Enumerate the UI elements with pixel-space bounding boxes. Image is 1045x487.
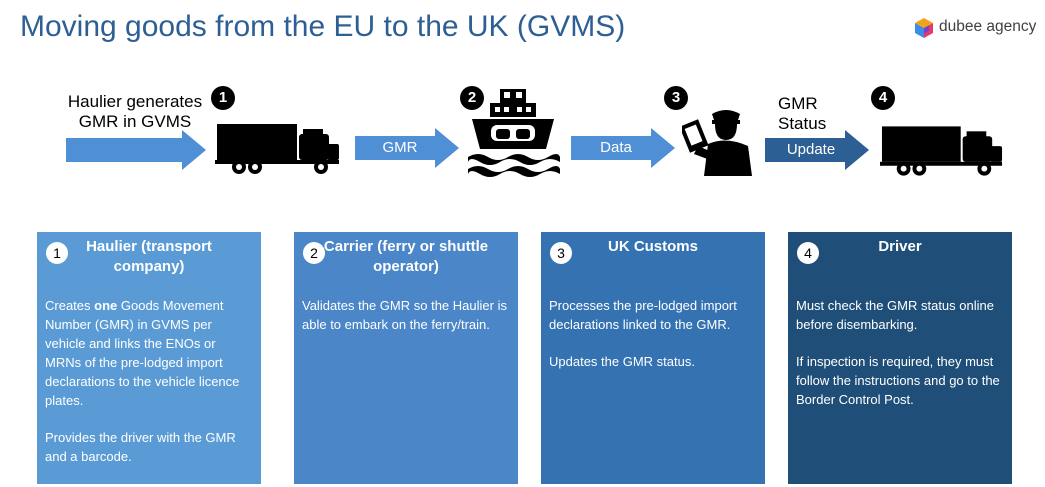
card-title: Haulier (transport company) <box>86 238 212 275</box>
step-badge-2: 2 <box>460 86 484 110</box>
haulier-generates-label: Haulier generates GMR in GVMS <box>67 92 203 131</box>
card-number: 4 <box>797 242 819 264</box>
card-driver: 4 Driver Must check the GMR status onlin… <box>788 232 1012 484</box>
dubee-agency-logo: dubee agency <box>912 16 1042 42</box>
card-text: Provides the driver with the GMR and a b… <box>45 430 236 464</box>
card-body: Must check the GMR status online before … <box>796 296 1006 427</box>
update-arrow-label: Update <box>786 141 836 158</box>
card-text: Creates <box>45 298 95 313</box>
card-number: 2 <box>303 242 325 264</box>
card-text: Processes the pre-lodged import declarat… <box>549 298 737 332</box>
update-arrow <box>765 130 869 170</box>
card-uk-customs: 3 UK Customs Processes the pre-lodged im… <box>541 232 765 484</box>
card-number: 3 <box>550 242 572 264</box>
cube-logo-icon <box>915 18 933 38</box>
card-text: Goods Movement Number (GMR) in GVMS per … <box>45 298 240 408</box>
gmr-arrow <box>355 128 459 168</box>
card-body: Validates the GMR so the Haulier is able… <box>302 296 512 352</box>
card-text: Must check the GMR status online before … <box>796 298 994 332</box>
card-haulier: 1 Haulier (transport company) Creates on… <box>37 232 261 484</box>
data-arrow-label: Data <box>600 139 632 156</box>
ferry-icon <box>468 89 560 177</box>
card-text-bold: one <box>94 298 118 313</box>
step-badge-4: 4 <box>871 86 895 110</box>
step-badge-1: 1 <box>211 86 235 110</box>
card-title: UK Customs <box>607 238 698 255</box>
card-title: Carrier (ferry or shuttle operator) <box>323 238 489 275</box>
card-title: Driver <box>878 238 922 255</box>
customs-officer-icon <box>682 110 752 176</box>
card-body: Creates one Goods Movement Number (GMR) … <box>45 296 255 484</box>
data-arrow <box>571 128 675 168</box>
step-badge-3: 3 <box>664 86 688 110</box>
flow-arrow-to-truck <box>66 130 206 170</box>
card-number: 1 <box>46 242 68 264</box>
card-body: Processes the pre-lodged import declarat… <box>549 296 759 389</box>
card-carrier: 2 Carrier (ferry or shuttle operator) Va… <box>294 232 518 484</box>
page-title: Moving goods from the EU to the UK (GVMS… <box>20 10 626 43</box>
card-text: Updates the GMR status. <box>549 354 695 369</box>
truck-icon <box>880 126 1003 176</box>
card-text: Validates the GMR so the Haulier is able… <box>302 298 507 332</box>
card-text: If inspection is required, they must fol… <box>796 354 1000 407</box>
gmr-status-label: GMR Status <box>778 94 827 133</box>
truck-icon <box>215 124 339 174</box>
gmr-arrow-label: GMR <box>382 139 418 156</box>
logo-text: dubee agency <box>939 18 1037 35</box>
